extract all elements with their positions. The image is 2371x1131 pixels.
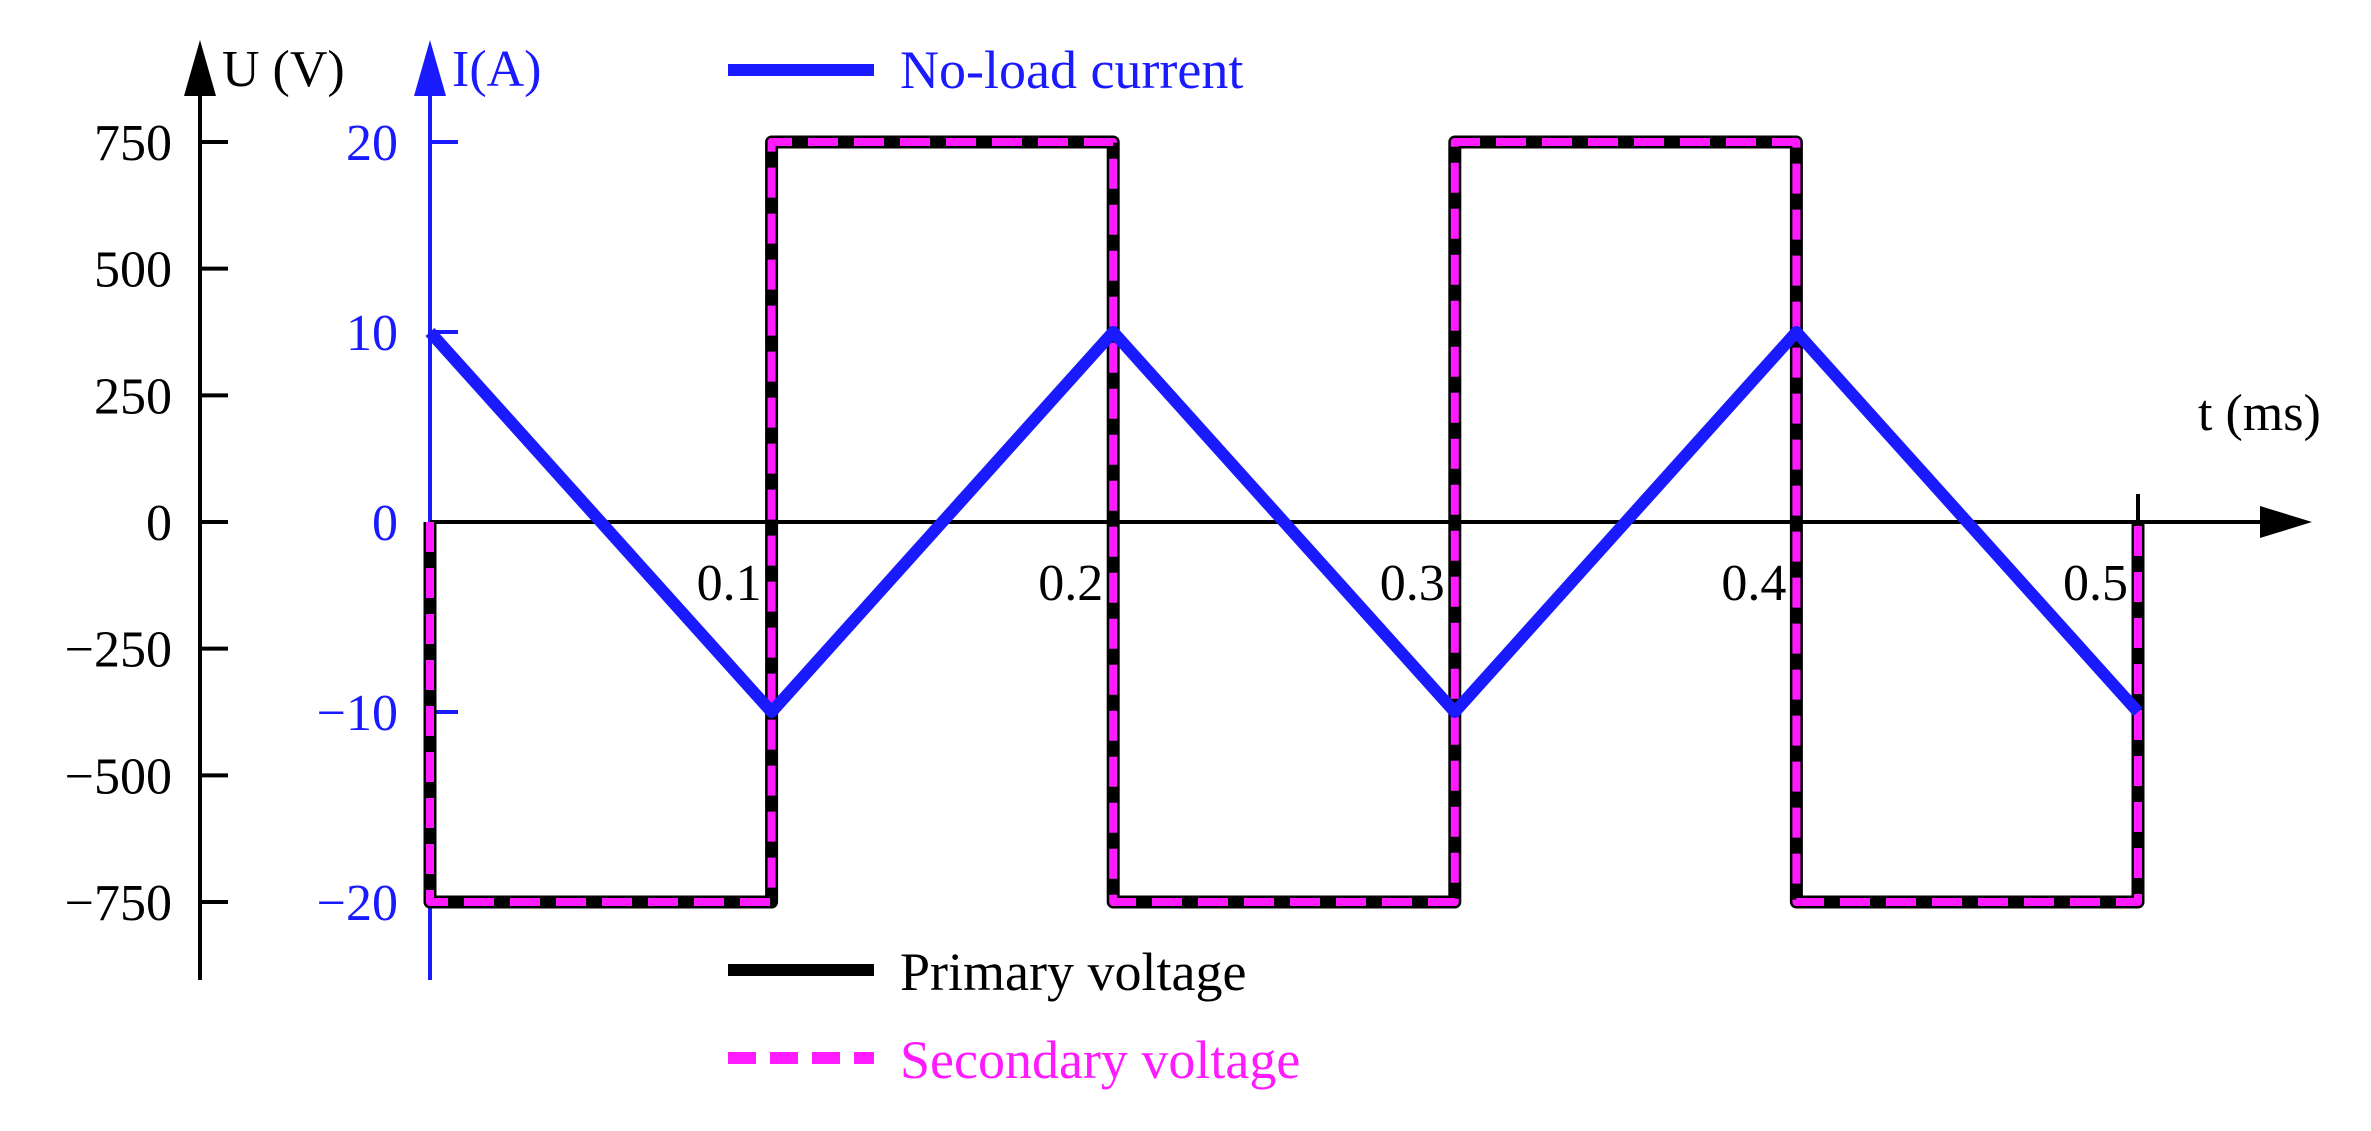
legend-primary-voltage: Primary voltage — [728, 942, 1246, 1002]
u-tick-label: −500 — [65, 748, 172, 805]
i-axis-label: I(A) — [452, 41, 542, 98]
series-secondary-voltage — [426, 138, 2142, 906]
u-axis-arrow — [184, 40, 216, 96]
legend-label-primary-voltage: Primary voltage — [900, 942, 1246, 1002]
u-axis: U (V) 750 500 250 0 −250 −500 −750 — [65, 40, 345, 980]
i-tick-label: −10 — [317, 685, 398, 742]
t-tick-label: 0.3 — [1380, 555, 1445, 612]
i-tick-label: 0 — [372, 495, 398, 552]
i-tick-label: 20 — [346, 115, 398, 172]
u-tick-label: −250 — [65, 622, 172, 679]
u-axis-ticks: 750 500 250 0 −250 −500 −750 — [65, 115, 228, 932]
series-layer — [423, 135, 2145, 909]
t-axis-label: t (ms) — [2198, 385, 2321, 442]
legend-secondary-voltage: Secondary voltage — [728, 1030, 1300, 1090]
legend-no-load-current: No-load current — [728, 40, 1243, 100]
legend-label-secondary-voltage: Secondary voltage — [900, 1030, 1300, 1090]
u-tick-label: 500 — [94, 242, 172, 299]
t-tick-label: 0.2 — [1038, 555, 1103, 612]
u-tick-label: 0 — [146, 495, 172, 552]
t-tick-label: 0.5 — [2063, 555, 2128, 612]
u-tick-label: 250 — [94, 368, 172, 425]
u-axis-label: U (V) — [222, 41, 345, 98]
t-tick-label: 0.1 — [697, 555, 762, 612]
u-tick-label: −750 — [65, 875, 172, 932]
series-no-load-current — [425, 326, 2143, 718]
i-axis-arrow — [414, 40, 446, 96]
t-axis: t (ms) 0.1 0.2 0.3 0.4 0.5 — [430, 385, 2321, 612]
u-tick-label: 750 — [94, 115, 172, 172]
i-axis-ticks: 20 10 0 −10 −20 — [317, 115, 458, 932]
t-axis-arrow — [2260, 506, 2312, 538]
t-tick-label: 0.4 — [1721, 555, 1786, 612]
i-axis: I(A) 20 10 0 −10 −20 — [317, 40, 542, 980]
legend-label-no-load-current: No-load current — [900, 40, 1243, 100]
i-tick-label: 10 — [346, 305, 398, 362]
i-tick-label: −20 — [317, 875, 398, 932]
